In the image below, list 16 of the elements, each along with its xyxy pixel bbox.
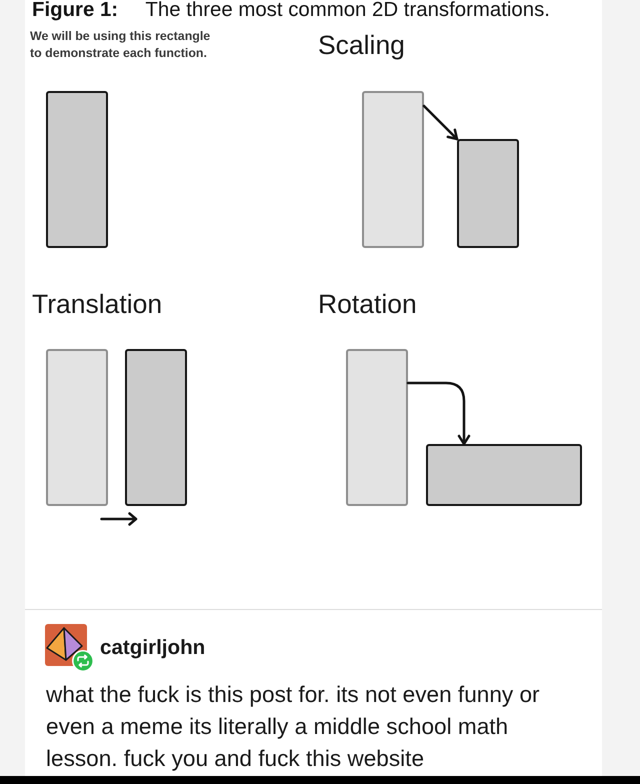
faded-rectangle	[346, 349, 408, 506]
rectangle	[46, 91, 108, 248]
faded-rectangle	[362, 91, 424, 248]
arrow	[406, 382, 470, 446]
username: catgirljohn	[100, 638, 206, 659]
note-text: We will be using this rectangle to demonstrate each function.	[30, 28, 212, 62]
section-heading: Scaling	[318, 32, 405, 58]
figure-title: Figure 1: The three most common 2D transformations.	[32, 0, 550, 20]
section-heading: Rotation	[318, 291, 417, 318]
rectangle	[125, 349, 187, 506]
comment-text: what the fuck is this post for. its not even funny or even a meme its literally a middle school math lesson. fuck you and fuck this website	[46, 681, 541, 773]
rectangle	[457, 139, 519, 248]
section-heading: Translation	[32, 291, 162, 318]
arrow	[422, 104, 458, 140]
faded-rectangle	[46, 349, 108, 506]
rectangle	[426, 444, 582, 506]
